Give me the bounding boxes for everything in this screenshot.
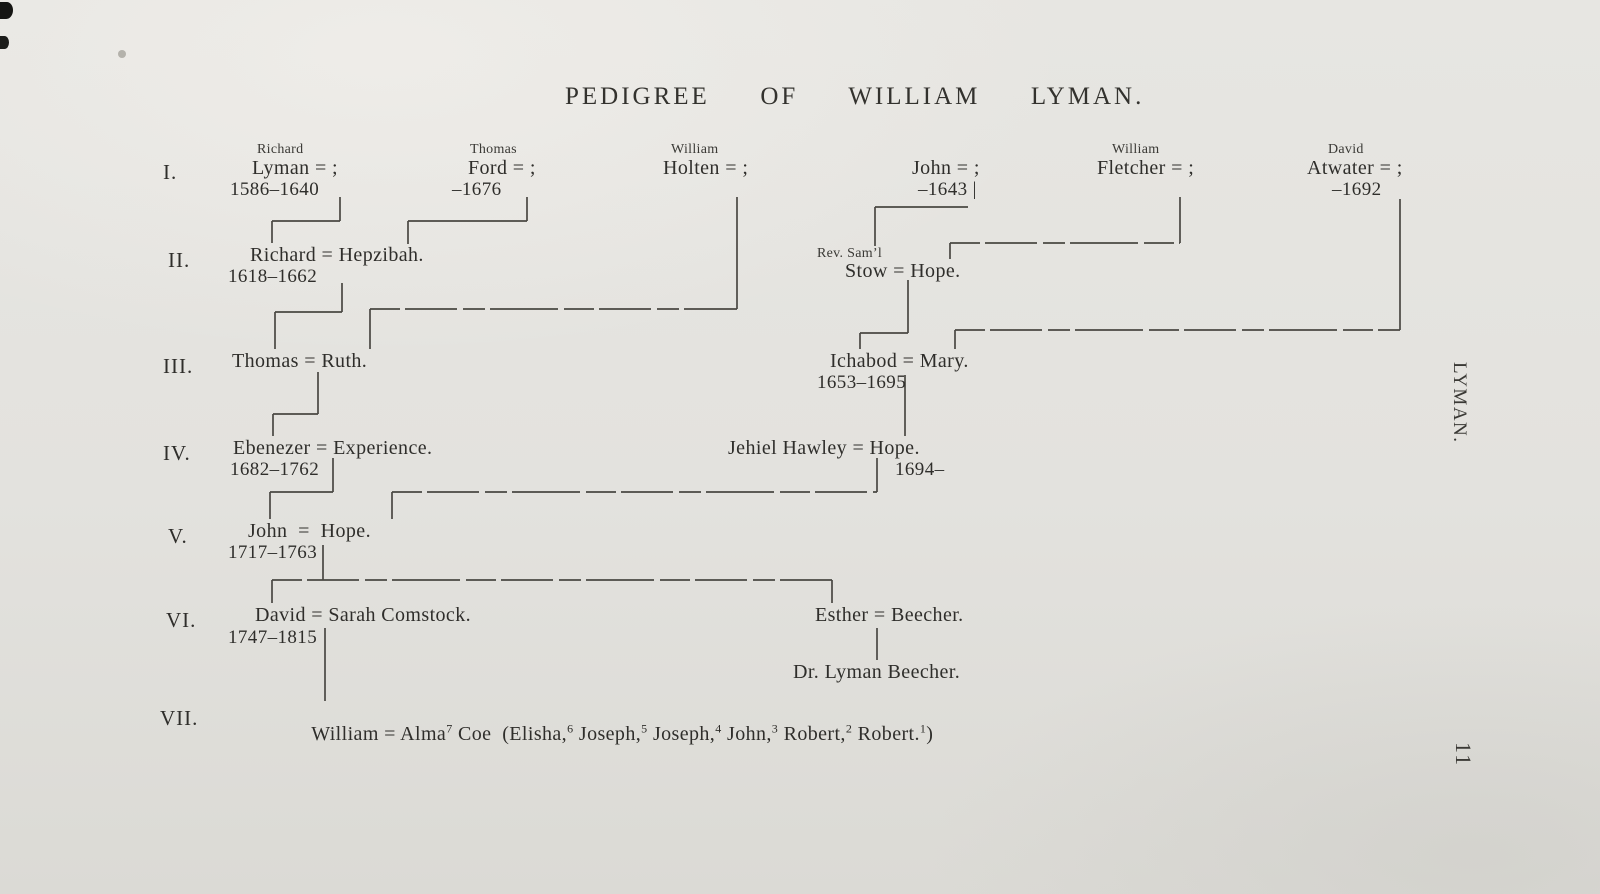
person-ebenezer-name: Ebenezer = Experience. bbox=[233, 437, 433, 459]
person-thomas-ford-name: Ford = ; bbox=[468, 157, 536, 179]
connector-lyman-descent bbox=[271, 197, 341, 243]
person-david-vi-dates: 1747–1815 bbox=[228, 627, 318, 648]
person-ichabod-dates: 1653–1695 bbox=[817, 372, 907, 393]
person-william-vii-line: William = Alma7 Coe (Elisha,6 Joseph,5 J… bbox=[290, 703, 933, 766]
person-richard-lyman-name: Lyman = ; bbox=[252, 157, 338, 179]
person-esther-name: Esther = Beecher. bbox=[815, 604, 964, 626]
connector-samuel-stow-descent bbox=[859, 280, 909, 349]
generation-label-iii: III. bbox=[163, 354, 194, 378]
person-john-v-dates: 1717–1763 bbox=[228, 542, 318, 563]
connector-holten-descent bbox=[369, 197, 738, 349]
text-segment: John, bbox=[721, 723, 772, 745]
person-william-fletcher-name: Fletcher = ; bbox=[1097, 157, 1195, 179]
generation-superscript: 4 bbox=[715, 721, 722, 736]
person-david-atwater-dates: –1692 bbox=[1332, 179, 1382, 200]
person-richard-lyman-dates: 1586–1640 bbox=[230, 179, 320, 200]
person-samuel-stow-name: Stow = Hope. bbox=[845, 260, 961, 282]
generation-superscript: 1 bbox=[919, 721, 927, 736]
page-title: PEDIGREE OF WILLIAM LYMAN. bbox=[565, 83, 1145, 110]
person-william-fletcher-firstname: William bbox=[1112, 142, 1160, 157]
connector-ebenezer-descent bbox=[269, 458, 334, 519]
generation-superscript: 6 bbox=[567, 721, 574, 736]
person-david-vi-name: David = Sarah Comstock. bbox=[255, 604, 472, 626]
person-lyman-beecher-name: Dr. Lyman Beecher. bbox=[793, 661, 961, 683]
text-segment: Joseph, bbox=[573, 723, 642, 745]
person-thomas-ford-dates: –1676 bbox=[452, 179, 502, 200]
person-david-atwater-name: Atwater = ; bbox=[1307, 157, 1403, 179]
person-john-stow-dates: –1643 | bbox=[918, 179, 977, 200]
text-segment: Coe (Elisha, bbox=[452, 723, 568, 745]
connector-john-v-descent bbox=[271, 545, 833, 603]
person-john-v-name: John = Hope. bbox=[248, 520, 371, 542]
text-segment: Robert, bbox=[778, 723, 846, 745]
text-segment: ) bbox=[926, 723, 934, 745]
scan-speck bbox=[118, 50, 126, 58]
ink-blot-artifact bbox=[0, 2, 13, 19]
person-william-holten-name: Holten = ; bbox=[663, 157, 749, 179]
person-richard-lyman-firstname: Richard bbox=[257, 142, 304, 157]
ink-blot-artifact bbox=[0, 36, 9, 49]
generation-superscript: 5 bbox=[641, 721, 648, 736]
margin-family-label: LYMAN. bbox=[1449, 362, 1470, 444]
text-segment: Robert. bbox=[852, 723, 920, 745]
generation-superscript: 3 bbox=[771, 721, 779, 736]
person-thomas-ford-firstname: Thomas bbox=[470, 142, 517, 157]
generation-label-ii: II. bbox=[168, 248, 191, 272]
person-john-stow-name: John = ; bbox=[912, 157, 980, 179]
person-ichabod-name: Ichabod = Mary. bbox=[830, 350, 969, 372]
person-jehiel-hawley-name: Jehiel Hawley = Hope. bbox=[728, 437, 920, 459]
generation-superscript: 2 bbox=[845, 721, 853, 736]
person-richard-ii-dates: 1618–1662 bbox=[228, 266, 318, 287]
person-jehiel-hawley-dates: 1694– bbox=[895, 459, 945, 480]
person-samuel-stow-title: Rev. Sam’l bbox=[817, 246, 883, 261]
connector-fletcher-descent bbox=[949, 197, 1181, 259]
generation-label-iv: IV. bbox=[163, 441, 191, 465]
page-number: 11 bbox=[1451, 742, 1476, 768]
text-segment: William = Alma bbox=[311, 723, 447, 745]
connector-jehiel-descent bbox=[391, 458, 878, 519]
generation-superscript: 7 bbox=[446, 721, 453, 736]
generation-label-vii: VII. bbox=[160, 706, 199, 730]
connector-john-stow-descent bbox=[874, 206, 968, 246]
connector-richard-ii-descent bbox=[274, 283, 343, 349]
text-segment: Joseph, bbox=[647, 723, 716, 745]
person-ebenezer-dates: 1682–1762 bbox=[230, 459, 320, 480]
person-richard-ii-name: Richard = Hepzibah. bbox=[250, 244, 424, 266]
generation-label-vi: VI. bbox=[166, 608, 197, 632]
generation-label-v: V. bbox=[168, 524, 188, 548]
connector-atwater-descent bbox=[954, 199, 1401, 349]
connector-thomas-iii-descent bbox=[272, 372, 319, 436]
person-thomas-iii-name: Thomas = Ruth. bbox=[232, 350, 368, 372]
person-david-atwater-firstname: David bbox=[1328, 142, 1364, 157]
connector-ford-descent bbox=[407, 197, 528, 244]
person-william-holten-firstname: William bbox=[671, 142, 719, 157]
generation-label-i: I. bbox=[163, 160, 178, 184]
